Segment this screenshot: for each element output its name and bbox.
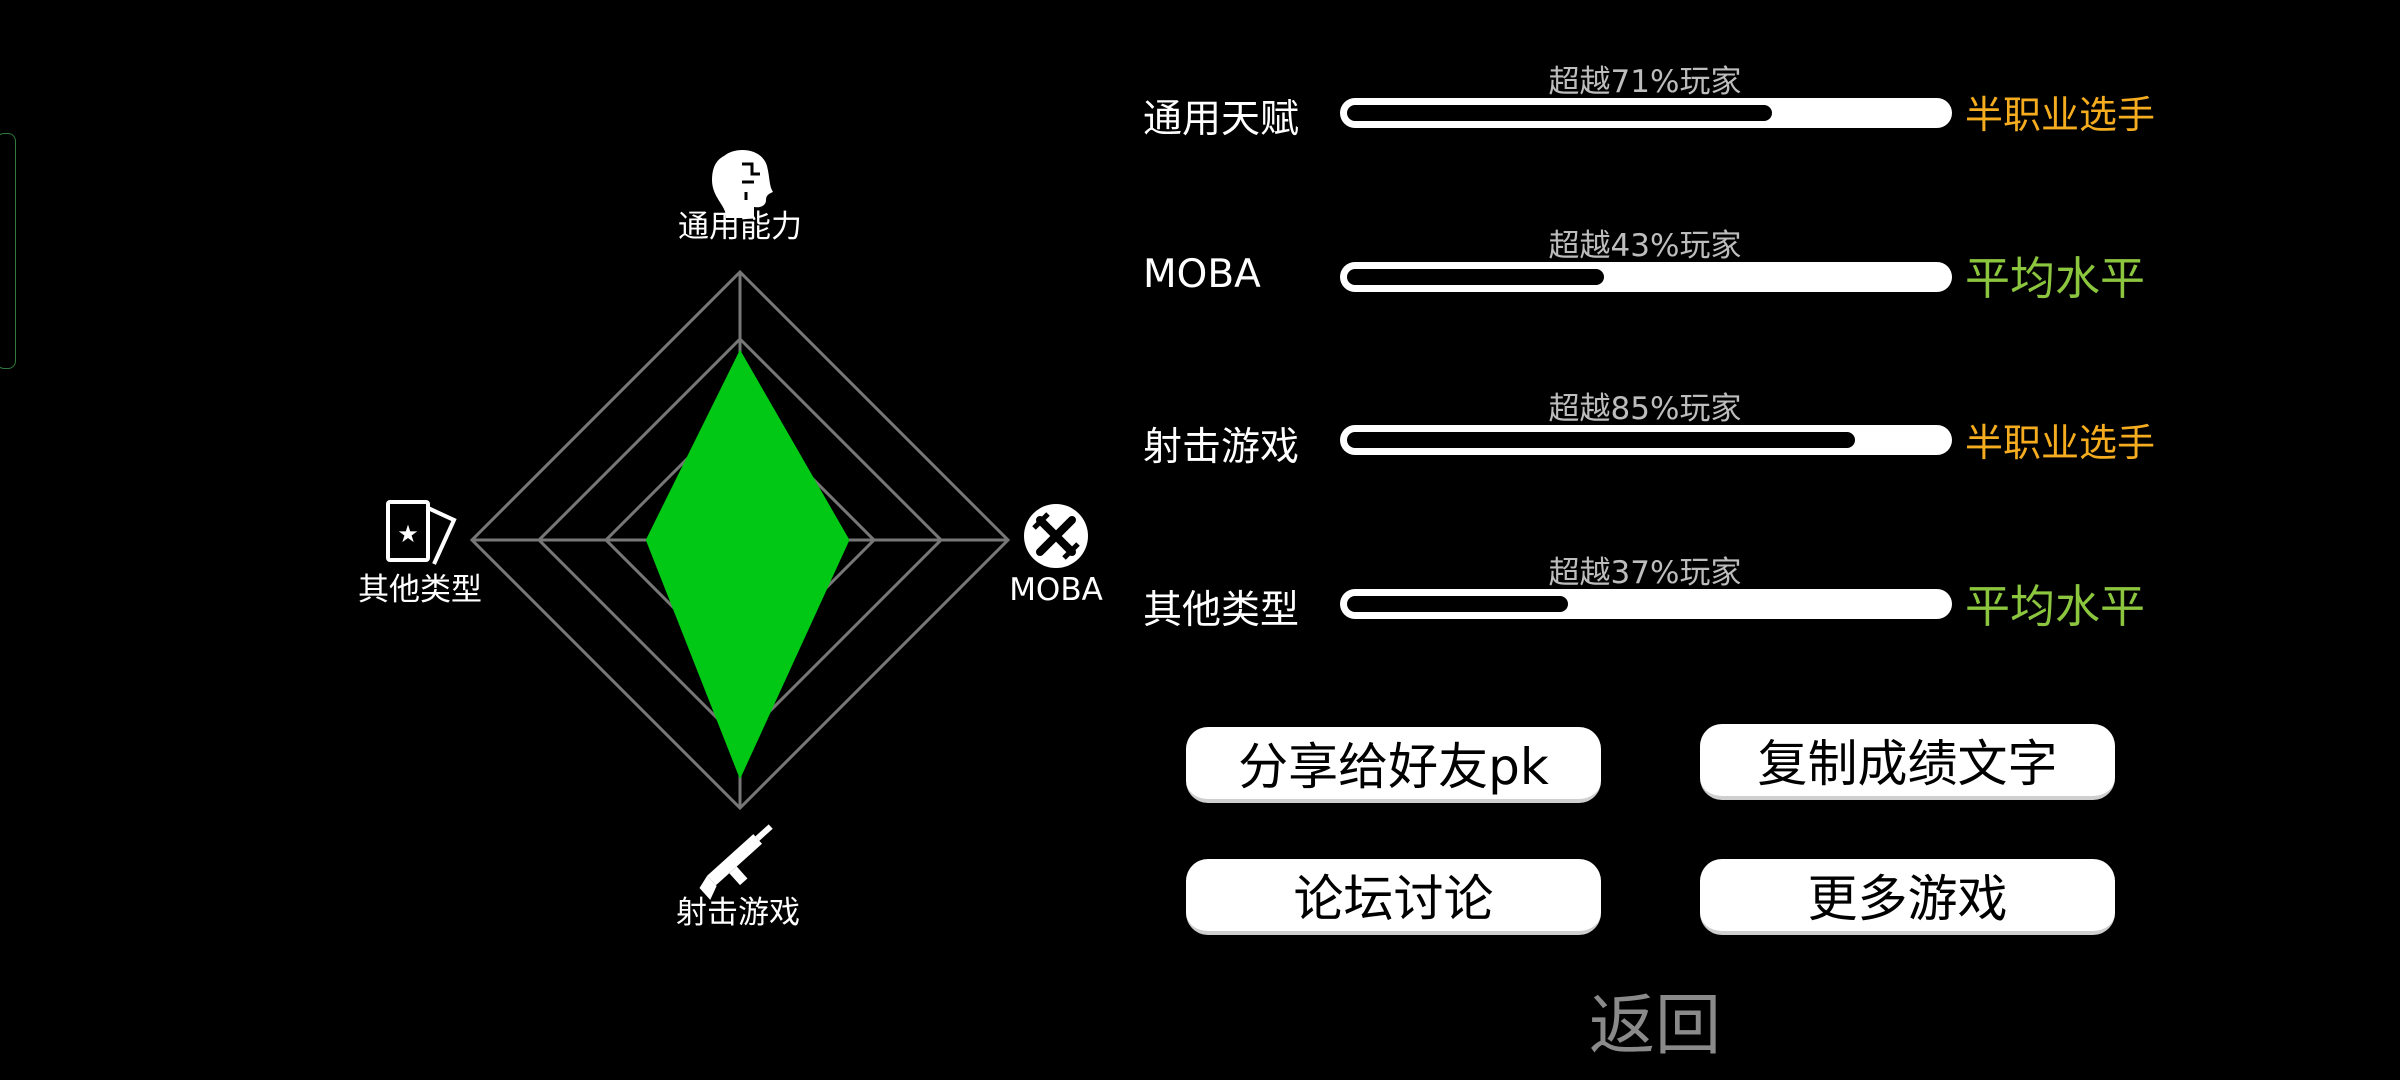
axis-label-moba: MOBA <box>1009 572 1103 608</box>
forum-discussion-button[interactable]: 论坛讨论 <box>1186 859 1601 935</box>
share-pk-button[interactable]: 分享给好友pk <box>1186 727 1601 803</box>
stat-percent-shooter: 超越85%玩家 <box>1548 391 1742 427</box>
tier-badge-moba: 平均水平 <box>1965 252 2146 305</box>
svg-text:★: ★ <box>397 520 419 548</box>
axis-label-other: 其他类型 <box>358 572 482 608</box>
radar-value-area <box>645 349 850 780</box>
back-button[interactable]: 返回 <box>1589 987 1721 1064</box>
progress-fill-shooter <box>1347 432 1856 448</box>
copy-results-button[interactable]: 复制成绩文字 <box>1700 724 2115 800</box>
axis-label-shooter: 射击游戏 <box>676 895 800 931</box>
progress-fill-other <box>1347 596 1569 612</box>
stat-name-other: 其他类型 <box>1143 588 1300 633</box>
star-cards-icon: ★ <box>386 500 457 565</box>
more-games-button[interactable]: 更多游戏 <box>1700 859 2115 935</box>
edge-panel-handle[interactable] <box>0 133 16 369</box>
stat-percent-moba: 超越43%玩家 <box>1548 228 1742 264</box>
progress-bar-general <box>1340 98 1952 128</box>
radar-chart: 通用能力 MOBA 射击游戏 ★ 其他类型 <box>358 150 1103 931</box>
stat-percent-general: 超越71%玩家 <box>1548 64 1742 100</box>
progress-fill-moba <box>1347 269 1605 285</box>
rifle-icon <box>699 824 773 900</box>
progress-bar-shooter <box>1340 425 1952 455</box>
tier-badge-general: 半职业选手 <box>1965 93 2156 137</box>
progress-bar-moba <box>1340 262 1952 292</box>
tier-badge-other: 平均水平 <box>1965 580 2146 633</box>
stat-name-shooter: 射击游戏 <box>1143 425 1300 470</box>
axis-label-general: 通用能力 <box>678 209 802 245</box>
progress-fill-general <box>1347 105 1772 121</box>
progress-bar-other <box>1340 589 1952 619</box>
stat-name-general: 通用天赋 <box>1143 97 1300 142</box>
crossed-swords-icon <box>1024 504 1088 568</box>
head-profile-icon <box>712 150 773 219</box>
stat-percent-other: 超越37%玩家 <box>1548 555 1742 591</box>
stat-name-moba: MOBA <box>1143 252 1261 297</box>
tier-badge-shooter: 半职业选手 <box>1965 421 2156 465</box>
